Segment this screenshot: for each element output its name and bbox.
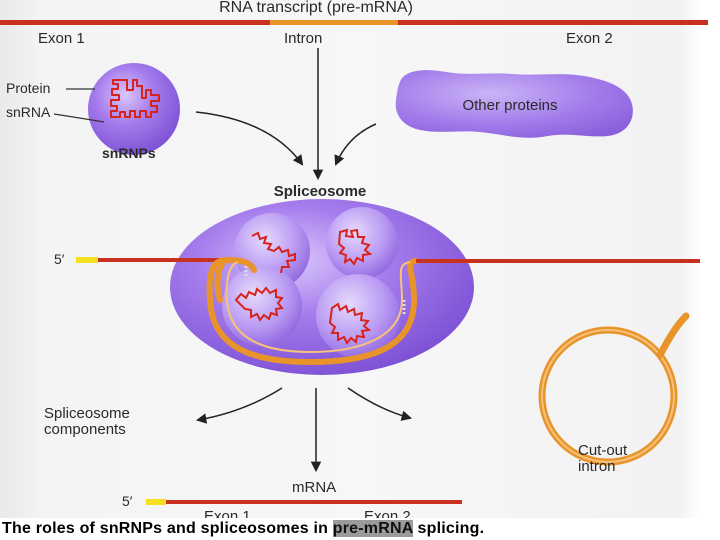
snrna-pointer	[53, 113, 105, 123]
mrna-five-prime-label: 5′	[122, 493, 133, 509]
snrnps-label: snRNPs	[102, 145, 156, 161]
intron-loop	[206, 257, 419, 366]
proteins-arrow	[334, 123, 377, 166]
squiggle-2	[337, 228, 373, 266]
cutout-label-1: Cut-out	[578, 442, 628, 459]
mature-mrna	[146, 499, 462, 505]
other-proteins-blob	[395, 70, 633, 138]
exon2-label: Exon 2	[566, 30, 613, 47]
lariat-tail	[656, 312, 690, 359]
right-margin	[702, 0, 720, 540]
intron-label: Intron	[284, 30, 322, 47]
intron-loop-highlight	[225, 261, 411, 354]
snrnp-subunit-3	[222, 266, 302, 346]
cutout-label-2: intron	[578, 458, 616, 475]
transcript-title: RNA transcript (pre-mRNA)	[219, 0, 413, 16]
components-arrow	[195, 387, 283, 424]
spliceosome-label: Spliceosome	[274, 183, 367, 200]
pre-mrna-transcript	[0, 20, 708, 25]
cut-out-intron	[538, 312, 690, 466]
snrnp-particle	[88, 63, 180, 155]
five-prime-cap	[76, 257, 98, 263]
intron-out-arrow	[347, 387, 413, 421]
intron-segment	[270, 20, 398, 25]
snrnp-arrow	[195, 111, 304, 166]
snrna-squiggle	[110, 79, 160, 118]
squiggle-3	[234, 286, 284, 322]
exon1-segment	[0, 20, 270, 25]
caption-highlight: pre-mRNA	[332, 520, 413, 537]
components-label-2: components	[44, 421, 126, 438]
squiggle-1	[251, 231, 296, 274]
components-label-1: Spliceosome	[44, 405, 130, 422]
mrna-five-prime-cap	[146, 499, 166, 505]
caption-prefix: The roles of snRNPs and spliceosomes in	[2, 520, 333, 537]
squiggle-4	[328, 302, 372, 345]
snrna-label: snRNA	[6, 104, 51, 120]
snrnp-circle	[88, 63, 180, 155]
protein-label: Protein	[6, 80, 50, 96]
lariat-loop-highlight	[541, 329, 675, 463]
mrna-label: mRNA	[292, 479, 336, 496]
exon1-label: Exon 1	[38, 30, 85, 47]
other-proteins-label: Other proteins	[462, 97, 557, 114]
caption-suffix: splicing.	[412, 520, 485, 537]
figure-caption: The roles of snRNPs and spliceosomes in …	[2, 520, 484, 538]
exon2-segment	[398, 20, 708, 25]
five-prime-label: 5′	[54, 251, 65, 267]
bound-pre-mrna	[76, 257, 700, 366]
